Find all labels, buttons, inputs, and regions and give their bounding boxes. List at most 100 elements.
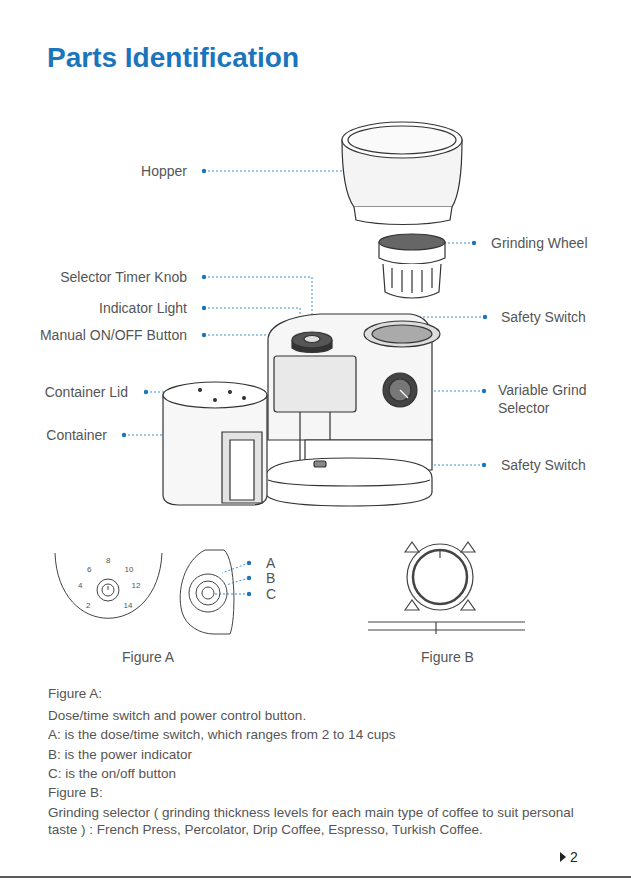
figure-a-dial [55,553,162,618]
body-text: Grinding selector ( grinding thickness l… [48,804,593,839]
dial-number: 10 [125,565,134,575]
leader-dot [247,592,251,596]
part-name: Container Lid [45,383,128,401]
leader-dot [202,275,206,279]
part-name: Manual ON/OFF Button [40,326,187,344]
grinder-body-drawing [372,325,432,343]
container-drawing [163,382,267,408]
hopper-drawing [348,126,456,154]
dial-number: 14 [124,601,133,611]
dial-number: 6 [87,565,91,575]
figure-b-dial [405,542,475,610]
part-name: Safety Switch [501,456,586,474]
grinding-wheel-drawing [392,268,432,293]
container-drawing [199,389,202,392]
dial-number: 2 [86,601,90,611]
grinder-body-drawing [292,332,332,348]
grinding-wheel-drawing [379,234,445,298]
dial-number: 12 [132,581,141,591]
body-text: A: is the dose/time switch, which ranges… [48,726,395,744]
figure-a-dial [55,553,162,618]
leader-dot [483,315,487,319]
part-name: Container [46,426,107,444]
leader-dot [247,576,251,580]
figure-caption: Figure B [421,648,474,666]
grinder-body-drawing [268,480,430,486]
grinder-body-drawing [389,379,411,401]
container-drawing [243,397,246,400]
grinder-body-drawing [274,356,356,412]
part-name: Variable Grind Selector [498,381,598,417]
container-drawing [222,432,262,503]
grinding-wheel-drawing [383,264,441,298]
dial-number: 8 [106,556,110,566]
container-drawing [230,440,254,500]
leader-line [226,578,249,585]
hopper-drawing [342,122,462,225]
container-drawing [163,395,267,505]
footer-rule [0,876,631,878]
figure-a-dial [97,579,119,601]
part-name: Grinding Wheel [491,234,588,252]
figure-b-dial [413,550,467,604]
dial-number: 4 [78,581,82,591]
leader-dot [202,333,206,337]
grinder-body-drawing [304,336,320,343]
figure-a-dial [108,586,109,590]
body-text: Figure A: [48,685,102,703]
body-text: C: is the on/off button [48,765,176,783]
part-name: Hopper [141,162,187,180]
figure-b-dial [368,542,525,634]
page-title: Parts Identification [47,42,299,74]
grinder-body-drawing [383,373,417,407]
leader-dot [482,389,486,393]
leader-line [214,594,249,595]
leader-line [204,171,360,172]
leader-dot [202,306,206,310]
leader-line [204,308,300,318]
callout-letter: A [266,554,275,572]
grinding-wheel-drawing [379,234,445,250]
page-arrow [560,852,566,862]
grinder-body-drawing [265,314,440,506]
body-text: Figure B: [48,784,103,802]
leader-dot [247,561,251,565]
leader-line [124,171,485,594]
page-arrow [560,852,566,862]
callout-letter: B [266,569,275,587]
body-text: Dose/time switch and power control butto… [48,707,306,725]
figure-a-dial [102,584,114,596]
leader-dot [122,169,487,596]
leader-dot [202,169,206,173]
grinder-body-drawing [400,390,408,398]
figure-a-knob [196,581,220,605]
figure-caption: Figure A [122,648,174,666]
leader-line [222,563,249,573]
footer-rule [0,876,631,878]
part-name: Selector Timer Knob [60,268,187,286]
part-name: Indicator Light [99,299,187,317]
grinder-body-drawing [314,461,326,467]
hopper-drawing [342,122,462,158]
grinder-body-drawing [364,321,440,347]
container-drawing [163,382,267,505]
callout-letter: C [266,585,276,603]
hopper-drawing [354,207,452,225]
body-text: B: is the power indicator [48,746,192,764]
page-number: 2 [570,848,578,866]
figure-b-dial [407,544,473,610]
figure-a-knob [180,550,234,634]
figure-b-dial [439,550,440,558]
leader-dot [144,390,148,394]
grinder-body-drawing [265,458,432,506]
figure-a-knob [202,587,214,599]
leader-dot [472,241,476,245]
container-drawing [214,399,217,402]
figure-b-dial [368,622,525,634]
container-drawing [229,391,232,394]
grinder-body-drawing [268,314,432,440]
leader-dot [482,463,486,467]
figure-a-knob [180,550,234,634]
part-name: Safety Switch [501,308,586,326]
